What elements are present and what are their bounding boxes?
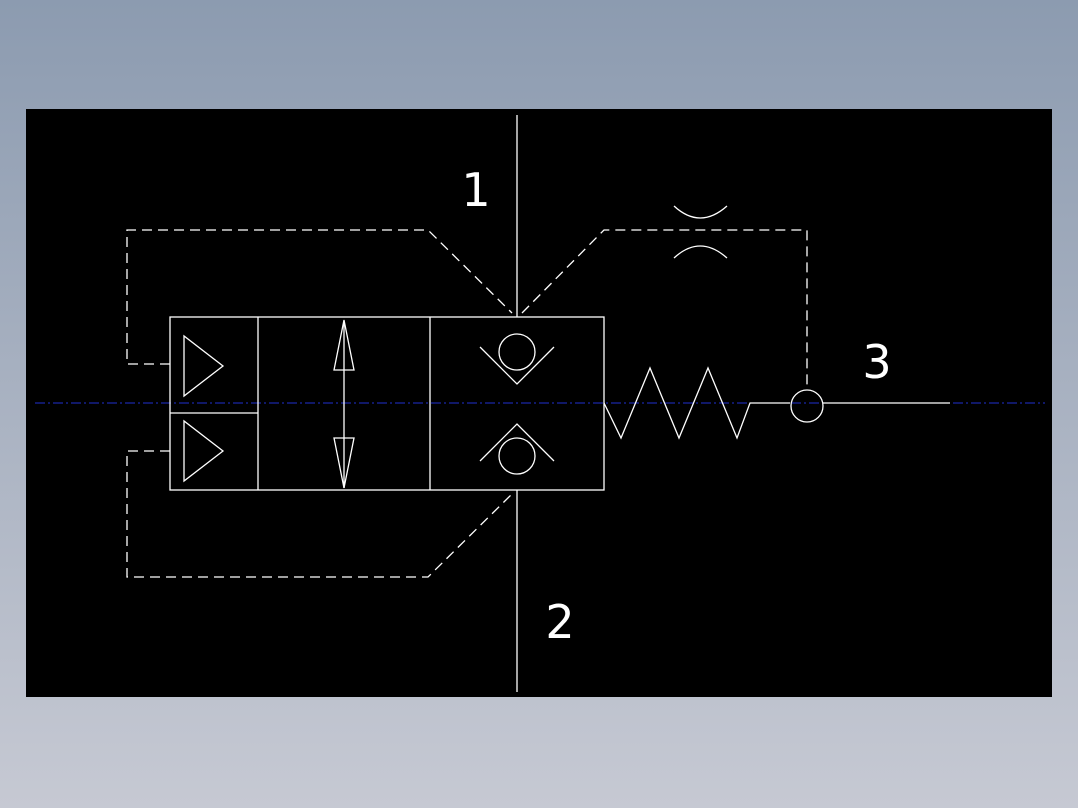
pilot-triangle-lower <box>183 419 225 483</box>
port-1-label: 1 <box>461 163 490 217</box>
pilot-triangle-upper <box>183 334 225 398</box>
port-2-label: 2 <box>545 595 574 649</box>
double-arrow-icon <box>333 319 355 489</box>
check-valve-upper-icon <box>479 333 555 385</box>
pilot-line-upper-left <box>126 229 513 365</box>
pilot-line-lower <box>126 450 513 578</box>
spring-icon <box>603 366 790 440</box>
pilot-line-upper-right <box>521 229 808 390</box>
orifice-icon <box>673 205 728 259</box>
pilot-lines <box>126 229 808 578</box>
port-3-label: 3 <box>862 335 891 389</box>
check-valve-lower-icon <box>479 423 555 475</box>
port-3-junction-icon <box>790 389 824 423</box>
